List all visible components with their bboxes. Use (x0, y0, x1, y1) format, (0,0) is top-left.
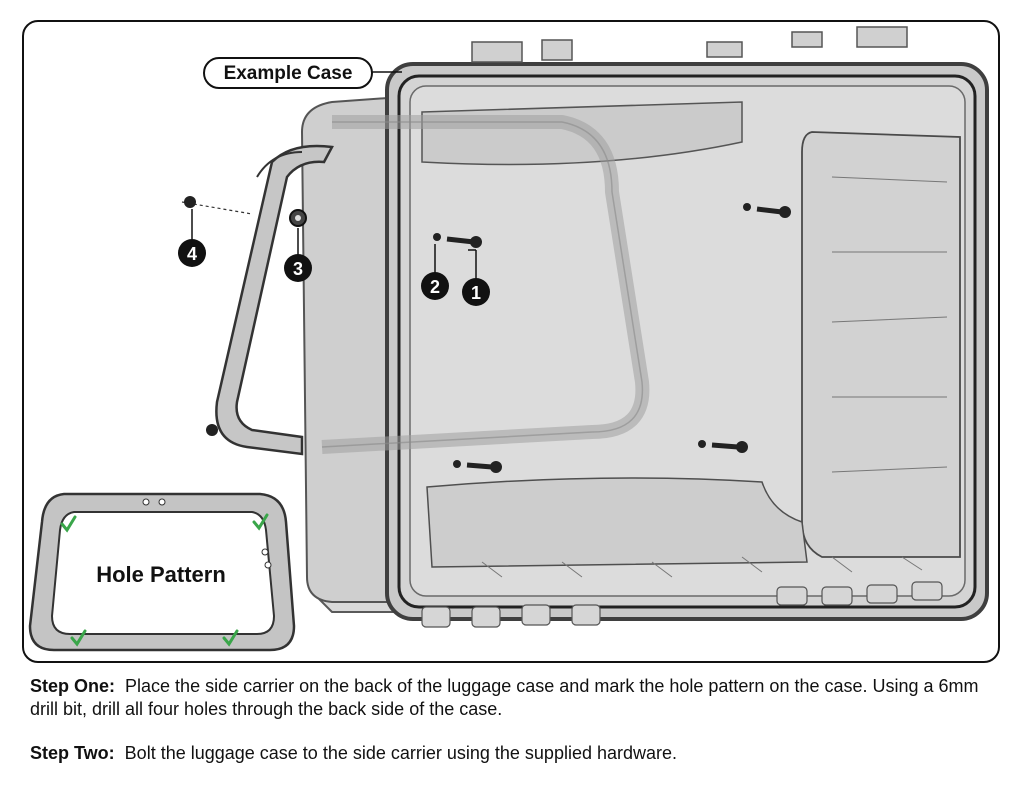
diagram-frame: 4 3 2 1 Example Case Hole Pattern (22, 20, 1000, 663)
callout-4: 4 (178, 239, 206, 267)
hole-mark-icon (60, 513, 269, 647)
step-one-text: Place the side carrier on the back of th… (30, 676, 979, 719)
callout-2: 2 (421, 272, 449, 300)
hole-pattern-inset: Hole Pattern (28, 492, 296, 652)
hardware-bolts (181, 196, 791, 473)
callout-3: 3 (284, 254, 312, 282)
side-carrier (215, 115, 650, 456)
hole-pattern-label: Hole Pattern (96, 562, 226, 587)
step-two-instruction: Step Two: Bolt the luggage case to the s… (30, 742, 1005, 765)
callout-2-number: 2 (430, 277, 440, 297)
case-label-callout: Example Case (203, 57, 402, 89)
callout-1-number: 1 (471, 283, 481, 303)
callout-1: 1 (462, 278, 490, 306)
step-one-lead: Step One: (30, 676, 116, 696)
case-label: Example Case (224, 63, 353, 84)
luggage-case (300, 26, 989, 628)
callout-4-number: 4 (187, 244, 197, 264)
step-one-instruction: Step One: Place the side carrier on the … (30, 675, 1005, 721)
callout-3-number: 3 (293, 259, 303, 279)
step-two-lead: Step Two: (30, 743, 115, 763)
assembly-illustration: 4 3 2 1 Example Case Hole Pattern (28, 26, 989, 652)
step-two-text: Bolt the luggage case to the side carrie… (124, 743, 678, 763)
